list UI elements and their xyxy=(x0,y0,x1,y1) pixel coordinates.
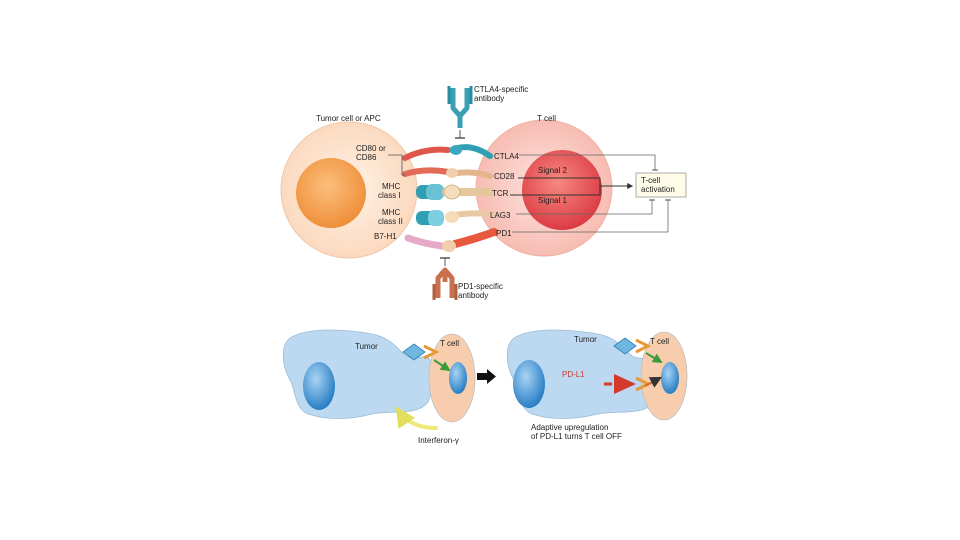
green-arrow-left xyxy=(433,359,451,372)
adaptive-caption-1: Adaptive upregulation xyxy=(531,423,608,432)
activation-box xyxy=(635,172,687,198)
green-arrow-right xyxy=(645,352,663,364)
activation-label-1: T-cell xyxy=(641,176,660,185)
bottom-left-panel: Tumor T cell Interferon-γ xyxy=(282,329,476,445)
mhc2-lag3-pair xyxy=(416,210,493,226)
tumor-nucleus-left xyxy=(303,362,335,410)
tcr-label: TCR xyxy=(492,189,509,198)
pdl1-triangle-icon xyxy=(614,374,636,394)
cd80-connector xyxy=(388,154,405,176)
mhc2-label-2: class II xyxy=(378,217,403,226)
mhc1-label-1: MHC xyxy=(382,182,400,191)
signal1-arrow xyxy=(510,186,601,196)
tumor-cell-label: Tumor cell or APC xyxy=(316,114,381,123)
pd1-antibody-label-1: PD1-specific xyxy=(458,282,503,291)
ctla4-inhibition-line xyxy=(519,154,658,171)
pd1-label: PD1 xyxy=(496,229,512,238)
pdl1-label: PD-L1 xyxy=(562,370,585,379)
mhc-diamond-right xyxy=(613,337,637,355)
mhc-diamond-left xyxy=(402,343,426,361)
pd1-antibody-icon xyxy=(432,257,458,300)
interferon-arrow xyxy=(395,406,438,430)
tumor-nucleus-right xyxy=(513,360,545,408)
pd1-antibody-label-2: antibody xyxy=(458,291,488,300)
tumor-label-right: Tumor xyxy=(574,335,597,344)
ctla4-label: CTLA4 xyxy=(494,152,519,161)
tcell-label-left: T cell xyxy=(440,339,459,348)
b7h1-label: B7-H1 xyxy=(374,232,397,241)
signal1-label: Signal 1 xyxy=(538,196,567,205)
tcell-nucleus-left xyxy=(449,362,467,394)
ctla4-antibody-icon xyxy=(447,86,473,139)
ctla4-antibody-label-2: antibody xyxy=(474,94,504,103)
tcell-label-right: T cell xyxy=(650,337,669,346)
pd1-inhibition-line xyxy=(512,199,671,233)
activation-label-2: activation xyxy=(641,185,675,194)
mhc1-tcr-pair xyxy=(416,184,494,200)
lag3-label: LAG3 xyxy=(490,211,511,220)
mhc2-label-1: MHC xyxy=(382,208,400,217)
signal2-arrow xyxy=(518,177,634,189)
cd80-label-1: CD80 or xyxy=(356,144,386,153)
transition-arrow-icon xyxy=(477,369,496,384)
signal2-label: Signal 2 xyxy=(538,166,567,175)
tcr-receptor-left xyxy=(423,344,440,360)
adaptive-caption-2: of PD-L1 turns T cell OFF xyxy=(531,432,622,441)
cd28-label: CD28 xyxy=(494,172,515,181)
t-cell-nucleus xyxy=(522,150,602,230)
pd1-signal-arrow xyxy=(644,376,663,388)
cd80-ctla4-pair xyxy=(402,144,493,161)
tumor-nucleus xyxy=(296,158,366,228)
b7h1-pd1-pair xyxy=(404,228,498,252)
mhc1-label-2: class I xyxy=(378,191,401,200)
t-cell-label: T cell xyxy=(537,114,556,123)
tcell-nucleus-right xyxy=(661,362,679,394)
cd80-label-2: CD86 xyxy=(356,153,377,162)
tumor-label-left: Tumor xyxy=(355,342,378,351)
cd80-cd28-pair xyxy=(402,167,493,179)
top-diagram: Tumor cell or APC T cell CTLA4-specific … xyxy=(280,85,687,300)
bottom-right-panel: Tumor T cell PD-L1 Adaptive upregulation… xyxy=(506,329,688,441)
ctla4-antibody-label-1: CTLA4-specific xyxy=(474,85,528,94)
tcr-receptor-right xyxy=(635,338,652,354)
interferon-label: Interferon-γ xyxy=(418,436,459,445)
lag3-inhibition-line xyxy=(516,199,655,215)
